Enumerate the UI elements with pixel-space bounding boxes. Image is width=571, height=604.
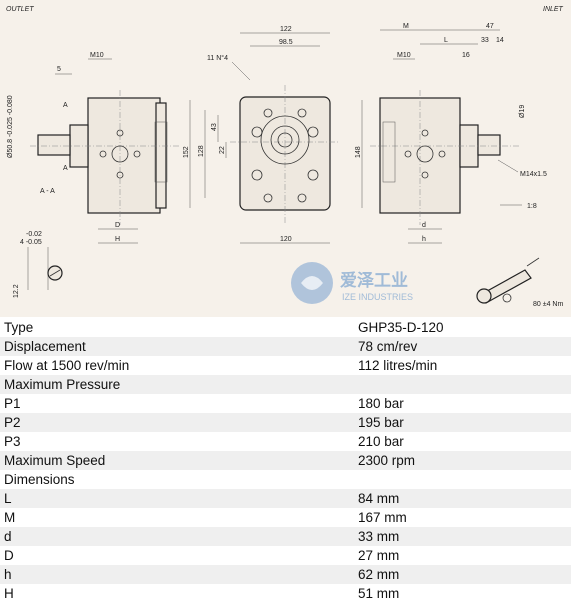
left-side-view: M10 5 A A A - A Ø50.8 -0.025 -0.080 D H xyxy=(7,52,180,244)
spec-row: L 84 mm xyxy=(0,489,571,508)
dim-h: h xyxy=(422,236,426,243)
spec-row: D 27 mm xyxy=(0,546,571,565)
spec-row: Maximum Pressure xyxy=(0,375,571,394)
dim-98-5: 98.5 xyxy=(279,39,293,46)
pump-drawing-svg: OUTLET INLET M10 5 A A A - A Ø50.8 -0.02… xyxy=(6,6,564,308)
dim-43: 43 xyxy=(211,123,218,131)
watermark-en-text: IZE INDUSTRIES xyxy=(342,292,413,302)
spec-row: P2 195 bar xyxy=(0,413,571,432)
spec-key: D xyxy=(4,548,14,563)
dim-d: d xyxy=(422,222,426,229)
torque-label: 80 ±4 Nm xyxy=(533,301,563,308)
spec-key: L xyxy=(4,491,12,506)
spec-value: 210 bar xyxy=(358,434,404,449)
spec-value: 195 bar xyxy=(358,415,404,430)
wrench-icon: 80 ±4 Nm xyxy=(476,257,563,308)
spec-key: P2 xyxy=(4,415,21,430)
dim-16: 16 xyxy=(462,52,470,59)
dim-L: L xyxy=(444,37,448,44)
spec-value: 33 mm xyxy=(358,529,400,544)
spec-row: Flow at 1500 rev/min 112 litres/min xyxy=(0,356,571,375)
spec-row: h 62 mm xyxy=(0,565,571,584)
dim-M: M xyxy=(403,23,409,30)
dim-D: D xyxy=(115,222,120,229)
dim-5: 5 xyxy=(57,66,61,73)
spec-value: 167 mm xyxy=(358,510,407,525)
dim-148: 148 xyxy=(355,146,362,158)
dim-120: 120 xyxy=(280,236,292,243)
spec-row: Maximum Speed 2300 rpm xyxy=(0,451,571,470)
spec-key: Maximum Speed xyxy=(4,453,106,468)
spec-key: H xyxy=(4,586,14,601)
dim-key-tol: -0.02 xyxy=(26,231,42,238)
watermark-cn-text: 爱泽工业 xyxy=(340,270,408,291)
dim-33: 33 xyxy=(481,37,489,44)
arrow-a-top: A xyxy=(63,102,68,109)
dim-12-2: 12.2 xyxy=(13,284,20,298)
section-label: A - A xyxy=(40,188,55,195)
spec-value: 62 mm xyxy=(358,567,400,582)
dim-11-n4: 11 N°4 xyxy=(207,54,228,62)
spec-value: 27 mm xyxy=(358,548,400,563)
dim-47: 47 xyxy=(486,23,494,30)
spec-row: P1 180 bar xyxy=(0,394,571,413)
spec-row: P3 210 bar xyxy=(0,432,571,451)
watermark-logo: 爱泽工业 IZE INDUSTRIES xyxy=(291,262,413,304)
arrow-a-bottom: A xyxy=(63,165,68,172)
dim-122: 122 xyxy=(280,26,292,33)
dim-shaft-diameter: Ø50.8 -0.025 -0.080 xyxy=(7,95,14,158)
spec-key: Maximum Pressure xyxy=(4,377,121,392)
spec-row: Type GHP35-D-120 xyxy=(0,318,571,337)
spec-row: M 167 mm xyxy=(0,508,571,527)
dim-H: H xyxy=(115,236,120,243)
dim-128: 128 xyxy=(198,145,205,157)
spec-value: 2300 rpm xyxy=(358,453,416,468)
spec-value: 51 mm xyxy=(358,586,400,601)
spec-value: GHP35-D-120 xyxy=(358,320,444,335)
spec-key: Dimensions xyxy=(4,472,75,487)
spec-key: P1 xyxy=(4,396,21,411)
dim-22: 22 xyxy=(219,146,226,154)
dim-taper: 1:8 xyxy=(527,203,537,210)
dim-m14: M14x1.5 xyxy=(520,171,547,178)
spec-key: P3 xyxy=(4,434,21,449)
dim-m10-right: M10 xyxy=(397,52,411,59)
right-side-view: M 47 L 33 14 M10 16 148 Ø19 M14x1.5 1:8 … xyxy=(355,23,547,244)
spec-row: Dimensions xyxy=(0,470,571,489)
front-view: 122 98.5 11 N°4 152 128 43 22 120 xyxy=(183,26,340,244)
spec-key: h xyxy=(4,567,12,582)
inlet-label: INLET xyxy=(543,6,564,13)
spec-value: 112 litres/min xyxy=(358,358,438,373)
dim-14: 14 xyxy=(496,37,504,44)
key-section-view: -0.02 4 -0.05 12.2 xyxy=(13,231,63,298)
outlet-label: OUTLET xyxy=(6,6,34,13)
spec-key: Type xyxy=(4,320,34,335)
spec-value: 84 mm xyxy=(358,491,400,506)
spec-key: Flow at 1500 rev/min xyxy=(4,358,130,373)
spec-row: H 51 mm xyxy=(0,584,571,603)
spec-value: 180 bar xyxy=(358,396,404,411)
spec-key: d xyxy=(4,529,12,544)
dim-152: 152 xyxy=(183,146,190,158)
spec-key: M xyxy=(4,510,16,525)
spec-key: Displacement xyxy=(4,339,86,354)
spec-row: Displacement 78 cm/rev xyxy=(0,337,571,356)
dim-phi19: Ø19 xyxy=(519,105,526,118)
dim-m10-left: M10 xyxy=(90,52,104,59)
dim-key: 4 -0.05 xyxy=(20,239,42,246)
technical-drawing: OUTLET INLET M10 5 A A A - A Ø50.8 -0.02… xyxy=(0,0,571,317)
spec-value: 78 cm/rev xyxy=(358,339,418,354)
spec-row: d 33 mm xyxy=(0,527,571,546)
